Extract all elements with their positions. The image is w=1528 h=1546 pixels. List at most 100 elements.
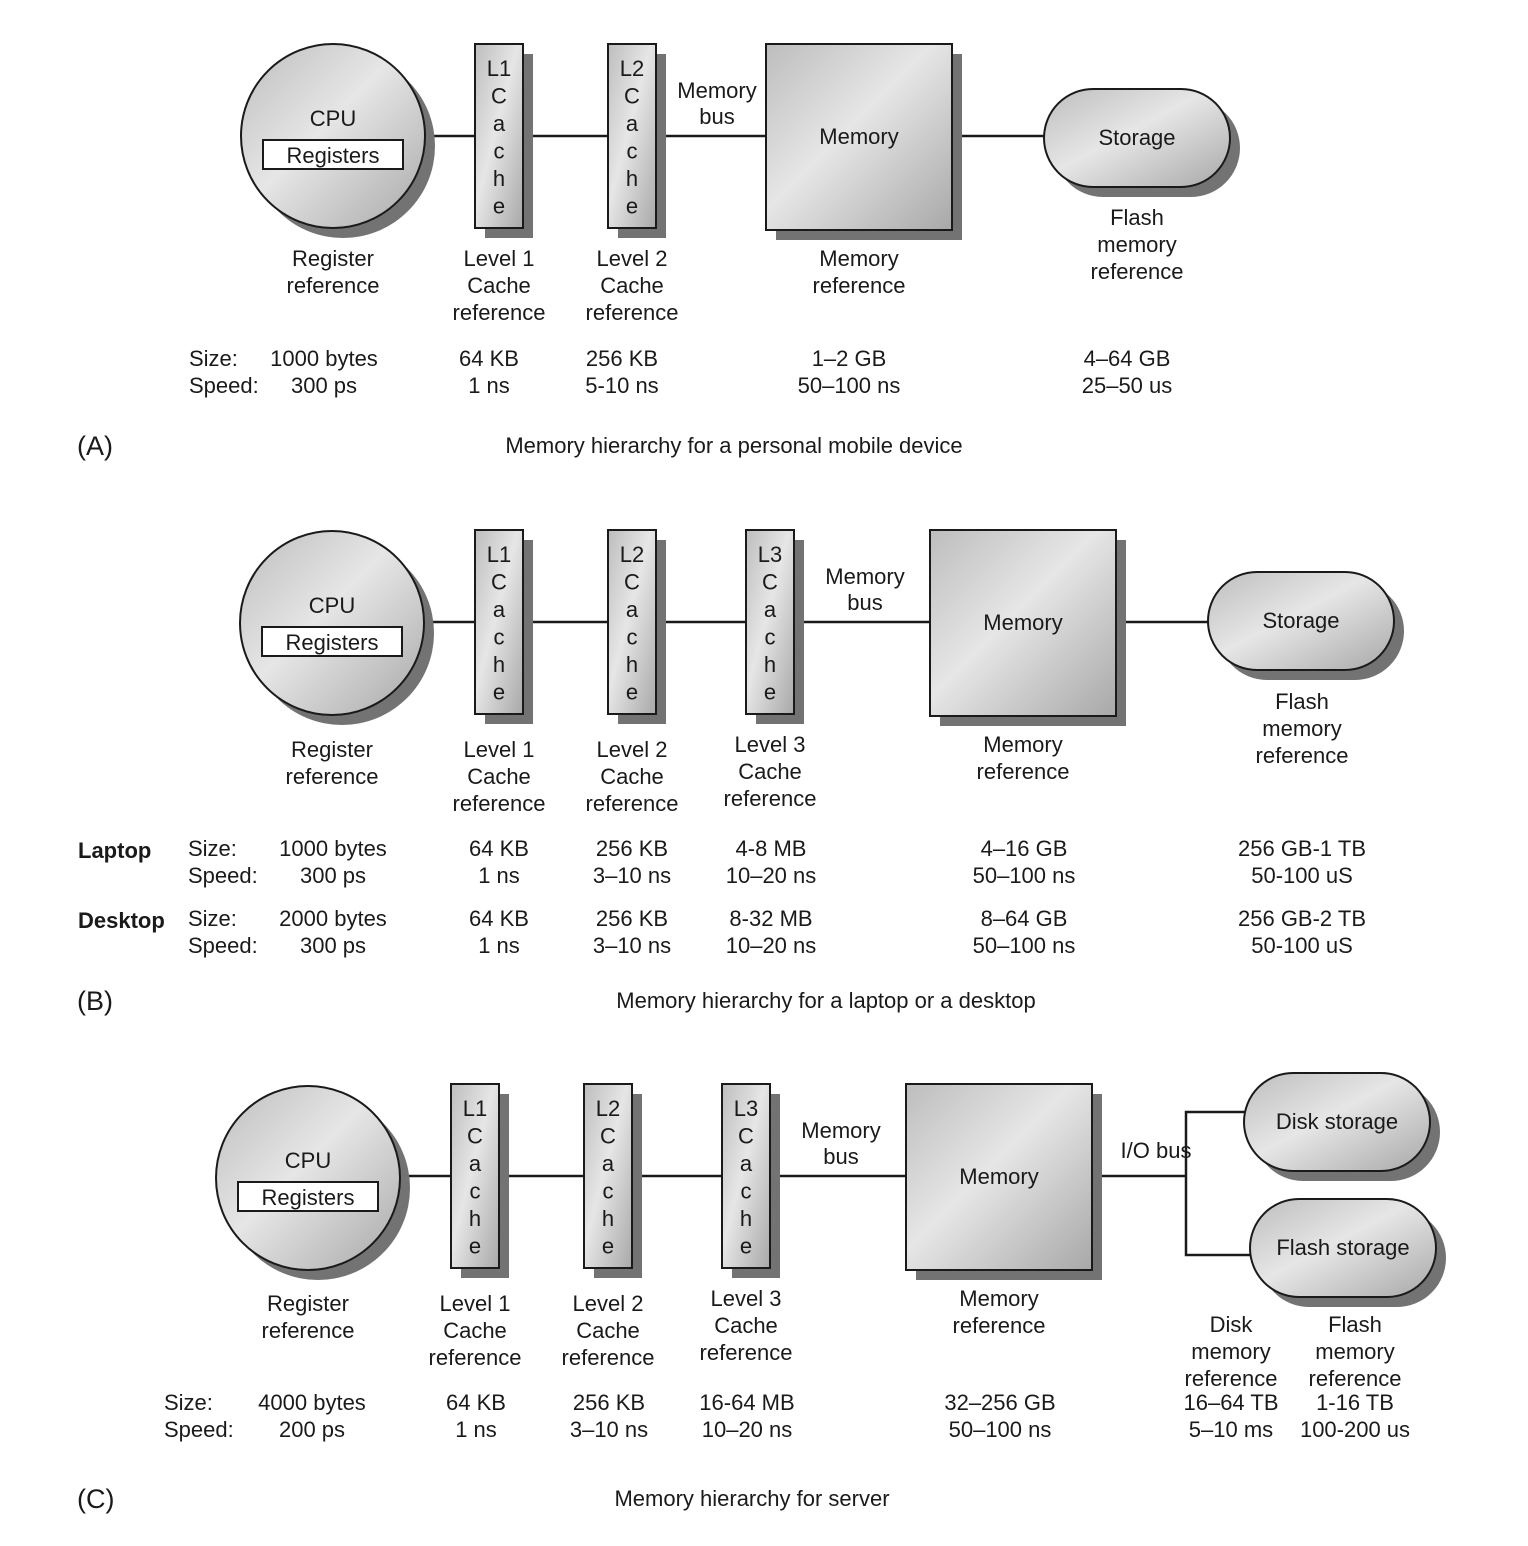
cache-reference-label: Cache [443, 1318, 507, 1343]
cache-letter: h [626, 166, 638, 191]
cache-letter: a [493, 111, 506, 136]
cache-letter: C [467, 1124, 483, 1149]
size-value: 16–64 TB [1183, 1390, 1278, 1415]
registers-box [237, 1181, 379, 1212]
cache-reference-label: Level 1 [464, 737, 535, 762]
memory-bus-label: Memory [801, 1118, 880, 1143]
speed-label: Speed: [164, 1417, 234, 1442]
speed-value: 3–10 ns [570, 1417, 648, 1442]
panel-a: CPURegistersRegisterreferenceL1CacheLeve… [77, 43, 1240, 461]
size-value: 4000 bytes [258, 1390, 366, 1415]
memory-bus-label: Memory [825, 564, 904, 589]
storage-reference-label: reference [1256, 743, 1349, 768]
cache-letter: L3 [758, 542, 782, 567]
cache-letter: h [469, 1206, 481, 1231]
panel-c: CPURegistersRegisterreferenceL1CacheLeve… [77, 1072, 1446, 1514]
cpu-label: CPU [309, 593, 355, 618]
cache-letter: h [764, 652, 776, 677]
speed-value: 50–100 ns [973, 933, 1076, 958]
size-value: 1000 bytes [279, 836, 387, 861]
cache-letter: e [469, 1234, 481, 1259]
cache-reference-label: reference [724, 786, 817, 811]
speed-value: 300 ps [300, 933, 366, 958]
size-value: 64 KB [459, 346, 519, 371]
speed-value: 300 ps [291, 373, 357, 398]
memory-box [905, 1083, 1093, 1271]
cache-letter: c [765, 625, 776, 650]
speed-value: 50–100 ns [973, 863, 1076, 888]
memory-bus-label: Memory [677, 78, 756, 103]
size-label: Size: [164, 1390, 213, 1415]
cache-letter: L1 [463, 1096, 487, 1121]
cache-letter: C [624, 84, 640, 109]
cache-letter: e [626, 680, 638, 705]
registers-label: Registers [287, 143, 380, 168]
cache-letter: c [494, 139, 505, 164]
cache-reference-label: reference [586, 791, 679, 816]
cache-letter: L2 [620, 56, 644, 81]
cpu-circle [240, 43, 426, 229]
storage-node: Storage [1043, 88, 1240, 197]
speed-value: 25–50 us [1082, 373, 1173, 398]
storage-reference-label: reference [1091, 259, 1184, 284]
cache-reference-label: Level 1 [464, 246, 535, 271]
cache-reference-label: reference [586, 300, 679, 325]
cache-letter: h [626, 652, 638, 677]
cache-reference-label: Cache [467, 764, 531, 789]
speed-value: 1 ns [478, 863, 520, 888]
cache-reference-label: Cache [738, 759, 802, 784]
memory-label: Memory [819, 124, 898, 149]
storage-pill [1249, 1198, 1437, 1298]
memory-node: Memory [905, 1083, 1102, 1280]
storage-pill [1207, 571, 1395, 671]
memory-bus-label: bus [699, 104, 734, 129]
cache-letter: e [493, 194, 505, 219]
storage-label: Storage [1098, 125, 1175, 150]
size-value: 8–64 GB [981, 906, 1068, 931]
cache-letter: a [493, 597, 506, 622]
memory-bus-label: bus [823, 1144, 858, 1169]
cache-letter: a [626, 597, 639, 622]
storage-reference-label: Flash [1275, 689, 1329, 714]
storage-node: Flash storage [1249, 1198, 1446, 1307]
speed-value: 300 ps [300, 863, 366, 888]
panel-tag: (C) [77, 1484, 114, 1514]
memory-label: Memory [983, 610, 1062, 635]
cache-box [450, 1083, 500, 1269]
registers-box [262, 139, 404, 170]
register-reference-label: reference [287, 273, 380, 298]
cache-letter: e [626, 194, 638, 219]
cache-letter: L1 [487, 56, 511, 81]
cache-reference-label: reference [429, 1345, 522, 1370]
storage-label: Storage [1262, 608, 1339, 633]
cache-reference-label: Level 3 [711, 1286, 782, 1311]
memory-box [765, 43, 953, 231]
cache-letter: C [491, 570, 507, 595]
speed-value: 1 ns [468, 373, 510, 398]
speed-value: 10–20 ns [726, 933, 817, 958]
memory-label: Memory [959, 1164, 1038, 1189]
speed-value: 200 ps [279, 1417, 345, 1442]
cpu-label: CPU [310, 106, 356, 131]
memory-reference-label: reference [813, 273, 906, 298]
speed-value: 50-100 uS [1251, 933, 1353, 958]
cache-letter: e [764, 680, 776, 705]
cache-letter: c [603, 1179, 614, 1204]
registers-label: Registers [286, 630, 379, 655]
speed-value: 5-10 ns [585, 373, 658, 398]
register-reference-label: reference [262, 1318, 355, 1343]
panel-tag: (B) [77, 986, 113, 1016]
cache-letter: C [738, 1124, 754, 1149]
